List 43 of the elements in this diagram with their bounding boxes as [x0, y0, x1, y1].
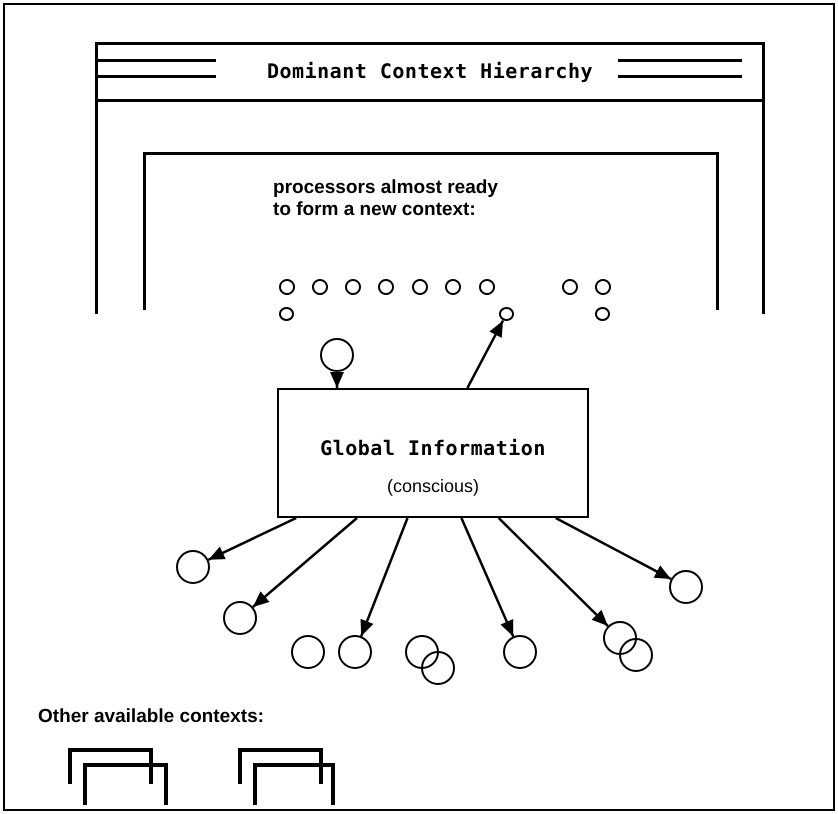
processor-circle: [669, 570, 703, 604]
processor-circle: [499, 307, 514, 321]
processor-circle: [345, 279, 361, 295]
processor-circle: [503, 635, 537, 669]
arrow: [498, 517, 609, 627]
processor-circle: [405, 635, 439, 669]
processor-circle: [279, 307, 294, 321]
processor-circle: [176, 550, 210, 584]
arrow: [252, 517, 358, 608]
processor-circle: [279, 279, 295, 295]
context-frame: [143, 152, 719, 310]
box-subtitle: (conscious): [386, 476, 480, 497]
processor-circle: [595, 279, 611, 295]
box-heading: Global Information: [319, 436, 547, 460]
context-frame-icon: [253, 763, 335, 805]
section-label: Other available contexts:: [38, 706, 264, 728]
processor-circle: [412, 279, 428, 295]
frame-heading: processors almost ready to form a new context:: [273, 177, 499, 221]
processor-circle: [595, 307, 610, 321]
processor-circle: [479, 279, 495, 295]
processor-circle: [338, 635, 372, 669]
arrow: [208, 516, 297, 561]
processor-circle: [223, 601, 257, 635]
arrow: [460, 518, 514, 637]
processor-circle: [562, 279, 578, 295]
arrow: [360, 518, 409, 637]
context-frame-icon: [68, 748, 153, 784]
processor-circle: [421, 651, 455, 685]
information-box: [277, 388, 589, 518]
context-frame-icon: [83, 763, 168, 805]
arrow: [466, 320, 504, 389]
arrow: [330, 372, 344, 388]
arrow: [555, 516, 672, 580]
processor-circle: [378, 279, 394, 295]
processor-circle: [445, 279, 461, 295]
processor-circle: [312, 279, 328, 295]
processor-circle: [603, 621, 637, 655]
context-frame: [95, 42, 765, 314]
processor-circle: [291, 635, 325, 669]
frame-title: Dominant Context Hierarchy: [266, 59, 594, 83]
processor-circle: [320, 338, 354, 372]
context-frame-icon: [238, 748, 323, 784]
processor-circle: [619, 638, 653, 672]
